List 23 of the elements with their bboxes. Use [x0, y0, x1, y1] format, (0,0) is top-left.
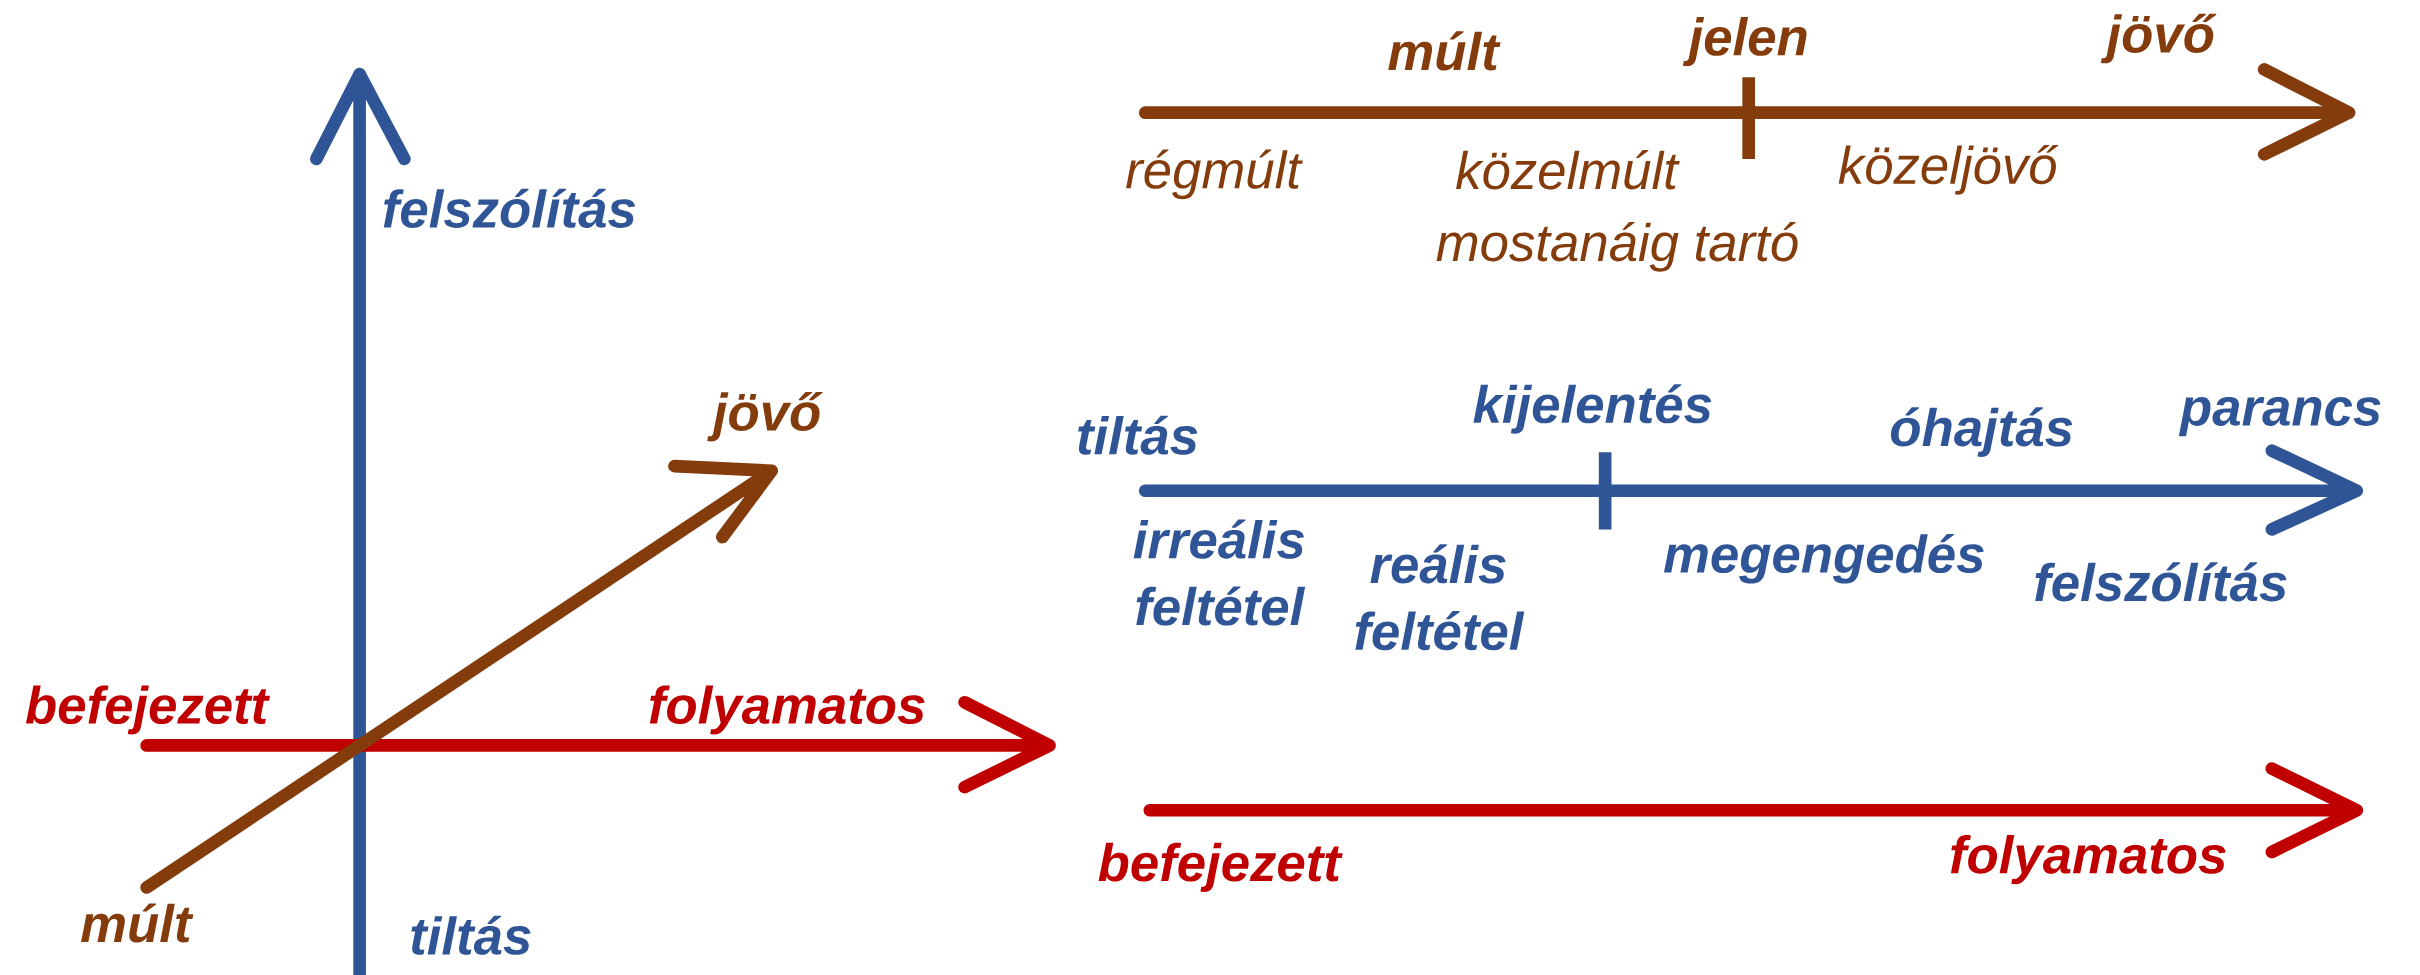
- axis-label: tiltás: [1078, 415, 1198, 455]
- axis-label: mostanáig tartó: [1436, 221, 1798, 272]
- axis-label: tiltás: [411, 915, 531, 955]
- axis-label: régmúlt: [1126, 149, 1303, 200]
- axis-label: befejezett: [25, 685, 271, 735]
- axis-label: közeljövő: [1838, 144, 2059, 195]
- axis-label: folyamatos: [1950, 834, 2226, 884]
- axis-label: múlt: [1388, 31, 1501, 71]
- axis-label: kijelentés: [1473, 384, 1712, 434]
- axis-label: jövő: [707, 391, 823, 442]
- axis-label: reális feltétel: [1355, 544, 1525, 651]
- axis-label: befejezett: [1098, 842, 1343, 892]
- axis-label: múlt: [81, 903, 194, 943]
- axis-label: megengedés: [1663, 533, 1984, 584]
- axis-label: óhajtás: [1891, 407, 2073, 457]
- axis-label: folyamatos: [649, 685, 925, 735]
- axis-label: közelmúlt: [1456, 149, 1680, 190]
- axis-label: felszólítás: [383, 188, 636, 228]
- axis-label: irreális feltétel: [1133, 519, 1306, 626]
- axis-label: felszólítás: [2035, 562, 2287, 602]
- axis-label: jövő: [2100, 13, 2217, 64]
- axis-label: parancs: [2178, 396, 2381, 437]
- axis-label: jelen: [1682, 16, 1807, 66]
